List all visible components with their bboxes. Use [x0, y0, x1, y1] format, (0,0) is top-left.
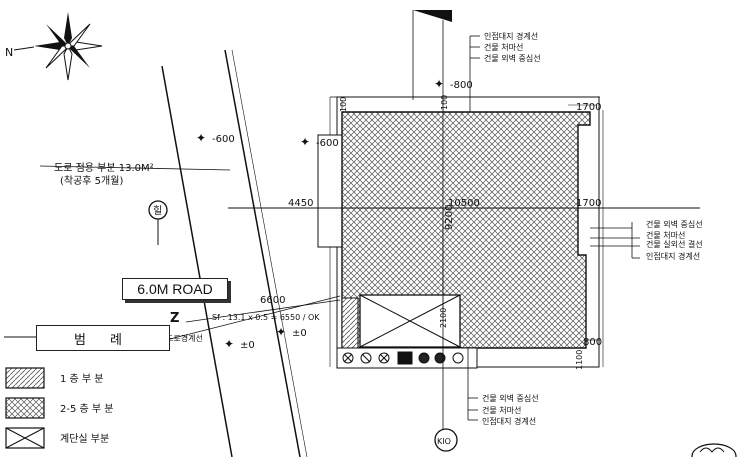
level-b: -600 — [316, 138, 339, 149]
svg-text:✦: ✦ — [300, 135, 310, 149]
road-boundary-label: 도로경계선 — [166, 333, 203, 343]
dim-right-mid: 1700 — [576, 198, 601, 209]
level-markers: ✦ -600 ✦ -600 ✦ -800 ✦ ±0 ✦ ±0 — [196, 77, 473, 351]
dimension-lines — [341, 100, 600, 341]
callout-bottom-2: 건물 처마선 — [482, 405, 521, 415]
callout-right-4: 인접대지 경계선 — [646, 251, 700, 261]
callout-top-3: 건물 외벽 중심선 — [484, 53, 541, 63]
callout-bottom-1: 건물 외벽 중심선 — [482, 393, 539, 403]
dim-top-small-b: 100 — [440, 95, 449, 110]
callouts-bottom: 건물 외벽 중심선 건물 처마선 인접대지 경계선 — [482, 393, 539, 426]
north-flag-icon — [413, 10, 452, 22]
callout-right-2: 건물 처마선 — [646, 230, 685, 240]
dim-main-width: 10500 — [448, 198, 480, 209]
dim-road-6600: 6600 — [260, 295, 285, 306]
road-area-line2: (착공후 5개월) — [60, 175, 123, 187]
svg-text:✦: ✦ — [434, 77, 444, 91]
first-floor-area — [341, 297, 359, 349]
legend: 1 층 부 분 2-5 층 부 분 계단실 부분 — [4, 336, 113, 449]
dim-height: 9200 — [444, 205, 455, 230]
callout-bottom-3: 인접대지 경계선 — [482, 416, 536, 426]
marker-left: 힐 — [148, 200, 168, 245]
marker-bottom-label: KIO — [437, 437, 451, 446]
callouts-right: 건물 외벽 중심선 건물 처마선 건물 실외선 결선 인접대지 경계선 — [646, 219, 703, 261]
callouts-top: 인접대지 경계선 건물 처마선 건물 외벽 중심선 — [484, 31, 541, 63]
level-d: ±0 — [240, 340, 255, 351]
dim-top-small-a: 100 — [339, 97, 348, 112]
dim-bottom-right: 800 — [583, 337, 602, 348]
marker-left-label: 힐 — [153, 204, 162, 217]
dim-right-top: 1700 — [576, 102, 601, 113]
sight-line-formula: Sf : 13.1 x 0.5 = 6550 / OK — [212, 313, 320, 322]
leader-lines — [39, 35, 640, 421]
marker-bottom: KIO — [434, 428, 458, 452]
callout-top-2: 건물 처마선 — [484, 42, 523, 52]
level-e: ±0 — [292, 328, 307, 339]
svg-text:✦: ✦ — [196, 131, 206, 145]
level-a: -600 — [212, 134, 235, 145]
road-north-mark: Z — [170, 311, 179, 326]
legend-title: 범 례 — [36, 325, 170, 351]
legend-item-3-label: 계단실 부분 — [60, 433, 109, 445]
callout-top-1: 인접대지 경계선 — [484, 31, 538, 41]
dimension-labels: 4450 10500 1700 1700 9200 100 100 800 11… — [260, 95, 602, 370]
road-label: 6.0M ROAD — [122, 278, 228, 300]
left-annex — [317, 134, 343, 248]
level-c: -800 — [450, 80, 473, 91]
legend-swatch-3 — [5, 427, 45, 449]
corner-stamp — [691, 443, 737, 461]
legend-item-2-label: 2-5 층 부 분 — [60, 403, 113, 415]
dim-bottom-side: 1100 — [575, 350, 584, 370]
legend-swatch-1 — [5, 367, 45, 389]
bottom-fixtures — [336, 347, 478, 369]
dim-left-width: 4450 — [288, 198, 313, 209]
svg-text:✦: ✦ — [224, 337, 234, 351]
svg-text:✦: ✦ — [276, 325, 286, 339]
road-area-line1: 도로 점용 부분 13.0M² — [54, 162, 154, 174]
compass-rose: N — [5, 12, 103, 81]
legend-item-1-label: 1 층 부 분 — [60, 373, 104, 385]
road-lines — [161, 49, 308, 458]
callout-right-1: 건물 외벽 중심선 — [646, 219, 703, 229]
dim-inner-2100: 2100 — [439, 308, 448, 328]
compass-north-label: N — [5, 46, 13, 59]
legend-swatch-2 — [5, 397, 45, 419]
callout-right-3: 건물 실외선 결선 — [646, 239, 703, 249]
